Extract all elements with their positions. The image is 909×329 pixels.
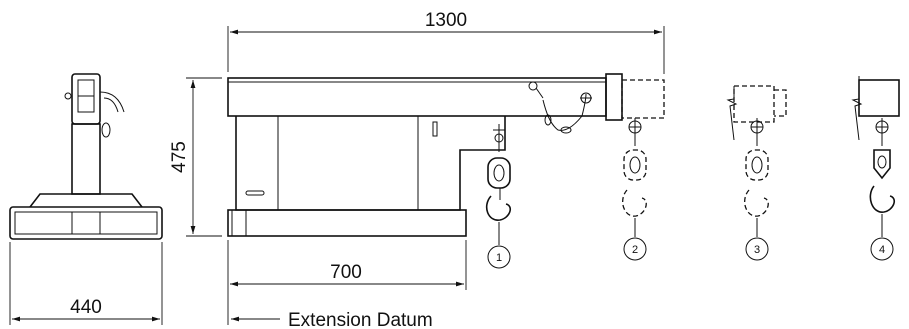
dim-700: 700 [227, 240, 467, 325]
extension-datum-label: Extension Datum [288, 310, 433, 329]
position-1-label: 1 [496, 252, 502, 264]
extension-datum: Extension Datum [231, 310, 433, 329]
end-view [9, 73, 163, 240]
hook-1 [485, 157, 512, 221]
hook-4 [851, 76, 900, 213]
position-3-label: 3 [754, 244, 760, 256]
jib-side-view [227, 73, 665, 237]
position-markers: 1 2 3 4 [487, 214, 894, 269]
dimension-height: 475 [169, 141, 190, 173]
dim-475: 475 [169, 77, 222, 237]
hook-2 [622, 118, 647, 217]
dim-440: 440 [9, 242, 163, 325]
position-2-label: 2 [632, 244, 638, 256]
dim-1300: 1300 [227, 10, 665, 74]
dimension-overall-length: 1300 [425, 10, 467, 31]
dimension-base-width: 440 [70, 297, 102, 318]
hook-3 [726, 85, 787, 217]
position-4-label: 4 [879, 244, 885, 256]
dimension-base-length: 700 [330, 262, 362, 283]
